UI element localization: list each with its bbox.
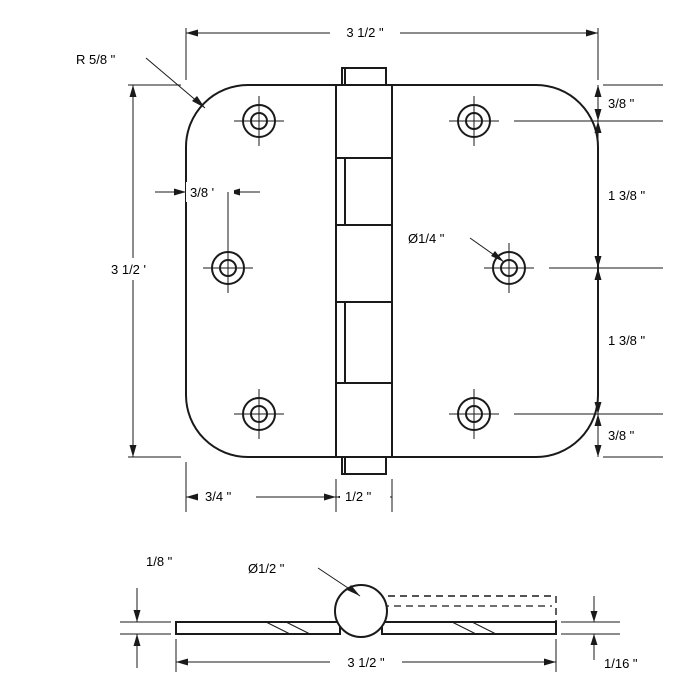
arrow-corner-radius <box>192 96 205 108</box>
dim-label-bottom-edge-offset: 3/8 " <box>608 428 635 443</box>
dim-label-leaf-taper: 1/16 " <box>604 656 638 671</box>
dim-label-leaf-hole-horizontal: 3/4 " <box>205 489 232 504</box>
side-taper-line-d <box>471 621 497 635</box>
screw-hole-top-left <box>234 96 284 146</box>
arrow-thk-top <box>133 610 141 622</box>
arrow-width-right <box>586 29 598 37</box>
arrow-lower-spacing-a <box>594 268 602 280</box>
side-knuckle-circle <box>334 584 388 638</box>
dim-label-left-hole-offset: 3/8 ' <box>190 185 214 200</box>
front-view-group: 3 1/2 " R 5/8 " 3/8 " 1 3/8 " 1 3/8 " 3/… <box>76 22 663 512</box>
arrow-width-left <box>186 29 198 37</box>
dim-label-overall-height: 3 1/2 ' <box>111 262 146 277</box>
side-taper-line-c <box>451 621 477 635</box>
screw-hole-bottom-left <box>234 389 284 439</box>
arrow-thk-bottom <box>133 634 141 646</box>
arrow-top-offset-b <box>594 109 602 121</box>
side-left-leaf <box>175 621 341 635</box>
arrow-bottom-offset-a <box>594 414 602 426</box>
label-bg-left-offset <box>186 182 234 202</box>
dim-label-overall-width: 3 1/2 " <box>346 25 384 40</box>
label-bg-overall-width <box>330 22 400 42</box>
arrow-height-bottom <box>129 445 137 457</box>
dim-label-side-overall-width: 3 1/2 " <box>347 655 385 670</box>
arrow-lower-spacing-b <box>594 402 602 414</box>
side-view-group: Ø1/2 " 1/8 " 1/16 " 3 1/2 " <box>120 554 638 672</box>
arrow-bottom-offset-b <box>594 445 602 457</box>
dim-label-upper-hole-spacing: 1 3/8 " <box>608 188 646 203</box>
arrow-pin-diameter <box>347 585 360 596</box>
knuckle-top-cap <box>341 67 387 86</box>
arrow-hole-diameter <box>491 251 504 262</box>
screw-hole-top-right <box>449 96 499 146</box>
arrow-leaf-h-left <box>186 493 198 501</box>
dim-label-corner-radius: R 5/8 " <box>76 52 116 67</box>
arrow-sw-left <box>176 658 188 666</box>
side-taper-line-b <box>285 621 311 635</box>
label-bg-overall-height <box>106 258 162 280</box>
dim-label-lower-hole-spacing: 1 3/8 " <box>608 333 646 348</box>
dim-label-screw-hole-diameter: Ø1/4 " <box>408 231 445 246</box>
arrow-leaf-h-right <box>324 493 336 501</box>
dim-label-leaf-thickness: 1/8 " <box>146 554 173 569</box>
side-right-leaf <box>381 621 557 635</box>
dim-label-top-edge-offset: 3/8 " <box>608 96 635 111</box>
screw-hole-middle-left <box>203 243 253 293</box>
knuckle-bottom-cap <box>341 456 387 475</box>
side-hidden-leaf-outline <box>376 595 557 622</box>
label-bg-side-width <box>330 652 402 672</box>
arrow-upper-spacing-a <box>594 121 602 133</box>
screw-hole-bottom-right <box>449 389 499 439</box>
label-bg-knuckle-width <box>340 486 390 506</box>
arrow-top-offset-a <box>594 85 602 97</box>
arrow-taper-bottom <box>590 634 598 645</box>
arrow-sw-right <box>544 658 556 666</box>
arrow-left-offset-a <box>174 188 186 196</box>
dim-label-knuckle-width: 1/2 " <box>345 489 372 504</box>
arrow-taper-top <box>590 611 598 622</box>
dim-label-pin-diameter: Ø1/2 " <box>248 561 285 576</box>
arrow-height-top <box>129 85 137 97</box>
arrow-upper-spacing-b <box>594 256 602 268</box>
label-bg-leaf-h <box>198 486 256 506</box>
side-taper-line-a <box>265 621 291 635</box>
